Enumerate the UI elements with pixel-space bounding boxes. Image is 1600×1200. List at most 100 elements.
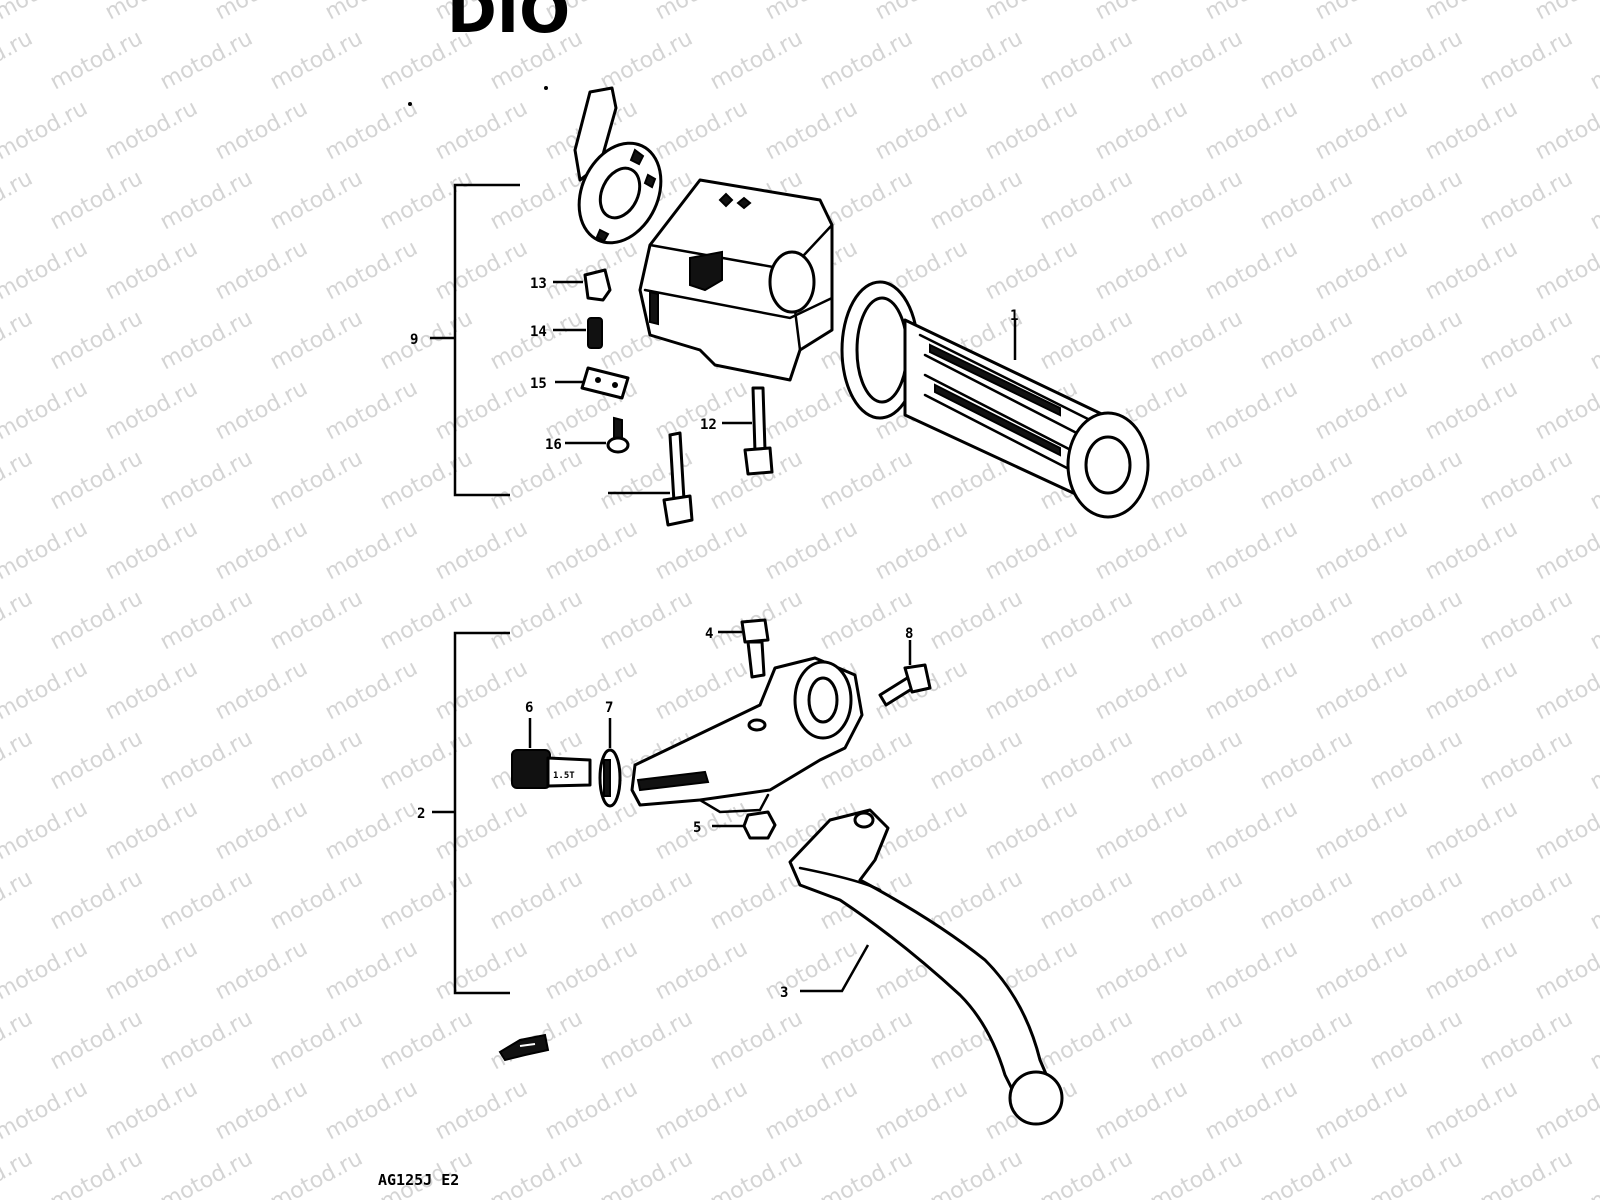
watermark-text: motod.ru: [1421, 376, 1522, 445]
watermark-text: motod.ru: [926, 586, 1027, 655]
watermark-text: motod.ru: [926, 726, 1027, 795]
watermark-text: motod.ru: [266, 446, 367, 515]
watermark-text: motod.ru: [981, 236, 1082, 305]
watermark-text: motod.ru: [651, 0, 752, 25]
watermark-text: motod.ru: [1366, 866, 1467, 935]
watermark-text: motod.ru: [926, 166, 1027, 235]
watermark-text: motod.ru: [156, 866, 257, 935]
watermark-text: motod.ru: [211, 936, 312, 1005]
watermark-text: motod.ru: [1531, 656, 1600, 725]
watermark-text: motod.ru: [761, 1076, 862, 1145]
watermark-text: motod.ru: [1036, 866, 1137, 935]
watermark-text: motod.ru: [431, 96, 532, 165]
watermark-text: motod.ru: [156, 726, 257, 795]
watermark-text: motod.ru: [1201, 236, 1302, 305]
watermark-text: motod.ru: [431, 236, 532, 305]
watermark-text: motod.ru: [761, 936, 862, 1005]
watermark-text: motod.ru: [1036, 726, 1137, 795]
watermark-text: motod.ru: [871, 516, 972, 585]
part-marking: 1.5T: [553, 771, 575, 781]
watermark-text: motod.ru: [1311, 1076, 1412, 1145]
watermark-text: motod.ru: [1366, 1146, 1467, 1200]
watermark-text: motod.ru: [156, 586, 257, 655]
watermark-text: motod.ru: [871, 1076, 972, 1145]
watermark-text: motod.ru: [211, 376, 312, 445]
watermark-text: motod.ru: [1366, 166, 1467, 235]
watermark-text: motod.ru: [266, 166, 367, 235]
watermark-text: motod.ru: [1311, 936, 1412, 1005]
watermark-text: motod.ru: [101, 936, 202, 1005]
part-5-nut: 5: [693, 810, 777, 840]
watermark-text: motod.ru: [871, 0, 972, 25]
watermark-text: motod.ru: [816, 1006, 917, 1075]
watermark-text: motod.ru: [1091, 796, 1192, 865]
watermark-text: motod.ru: [431, 656, 532, 725]
watermark-text: motod.ru: [266, 26, 367, 95]
watermark-text: motod.ru: [1421, 516, 1522, 585]
switch-housing: [638, 178, 834, 382]
watermark-text: motod.ru: [1531, 0, 1600, 25]
watermark-text: motod.ru: [1201, 96, 1302, 165]
watermark-text: motod.ru: [1201, 1076, 1302, 1145]
watermark-text: motod.ru: [1421, 656, 1522, 725]
group-label-switch: 9: [410, 332, 418, 348]
watermark-text: motod.ru: [211, 0, 312, 25]
watermark-text: motod.ru: [541, 516, 642, 585]
watermark-text: motod.ru: [981, 796, 1082, 865]
watermark-text: motod.ru: [431, 796, 532, 865]
svg-text:1: 1: [1010, 308, 1018, 324]
watermark-text: motod.ru: [1256, 26, 1357, 95]
lever-bracket: [630, 656, 864, 814]
watermark-text: motod.ru: [211, 516, 312, 585]
watermark-text: motod.ru: [101, 1076, 202, 1145]
watermark-text: motod.ru: [46, 1006, 147, 1075]
watermark-text: motod.ru: [1201, 376, 1302, 445]
watermark-text: motod.ru: [1586, 866, 1600, 935]
watermark-text: motod.ru: [596, 1006, 697, 1075]
watermark-text: motod.ru: [651, 1076, 752, 1145]
watermark-text: motod.ru: [321, 376, 422, 445]
part-16-screw: 12: [700, 386, 774, 476]
watermark-text: motod.ru: [101, 796, 202, 865]
watermark-text: motod.ru: [1091, 1076, 1192, 1145]
group-bracket-lever: 2: [417, 631, 510, 995]
watermark-text: motod.ru: [1201, 516, 1302, 585]
watermark-text: motod.ru: [1421, 0, 1522, 25]
watermark-text: motod.ru: [1531, 796, 1600, 865]
watermark-text: motod.ru: [46, 306, 147, 375]
watermark-text: motod.ru: [1091, 656, 1192, 725]
watermark-text: motod.ru: [211, 1076, 312, 1145]
watermark-text: motod.ru: [101, 516, 202, 585]
watermark-text: motod.ru: [1146, 1006, 1247, 1075]
watermark-text: motod.ru: [1201, 656, 1302, 725]
watermark-text: motod.ru: [321, 236, 422, 305]
watermark-text: motod.ru: [541, 656, 642, 725]
svg-text:12: 12: [700, 417, 717, 433]
watermark-text: motod.ru: [156, 446, 257, 515]
watermark-text: motod.ru: [981, 656, 1082, 725]
part-4-pivot-bolt: 4: [705, 618, 770, 679]
watermark-text: motod.ru: [0, 726, 37, 795]
watermark-text: motod.ru: [431, 1076, 532, 1145]
watermark-text: motod.ru: [266, 1006, 367, 1075]
watermark-text: motod.ru: [596, 1146, 697, 1200]
watermark-text: motod.ru: [321, 0, 422, 25]
watermark-text: motod.ru: [321, 796, 422, 865]
watermark-text: motod.ru: [1036, 306, 1137, 375]
watermark-text: motod.ru: [1091, 936, 1192, 1005]
watermark-text: motod.ru: [486, 866, 587, 935]
diagram-header: DIO: [447, 0, 570, 47]
watermark-text: motod.ru: [46, 166, 147, 235]
diagram-code: AG125J E2: [378, 1171, 459, 1189]
part-15-screw: [608, 431, 694, 527]
watermark-text: motod.ru: [486, 586, 587, 655]
watermark-text: motod.ru: [1146, 446, 1247, 515]
watermark-text: motod.ru: [1146, 726, 1247, 795]
watermark-text: motod.ru: [1586, 726, 1600, 795]
watermark-text: motod.ru: [266, 306, 367, 375]
watermark-text: motod.ru: [1201, 936, 1302, 1005]
svg-text:16: 16: [545, 437, 562, 453]
watermark-text: motod.ru: [0, 446, 37, 515]
watermark-text: motod.ru: [1036, 26, 1137, 95]
watermark-text: motod.ru: [211, 656, 312, 725]
